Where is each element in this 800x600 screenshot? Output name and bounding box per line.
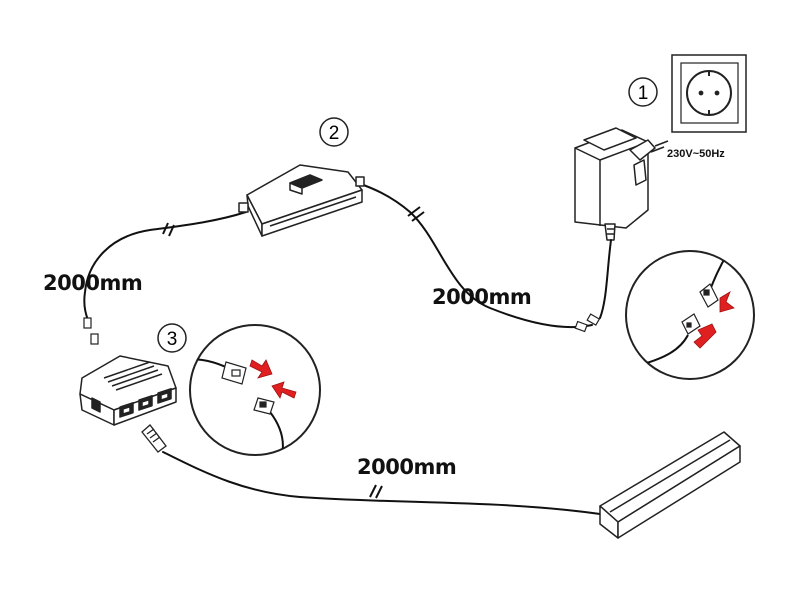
adapter-output-cable bbox=[599, 239, 612, 319]
detail-adapter-connection bbox=[625, 250, 755, 380]
voltage-label: 230V~50Hz bbox=[667, 148, 725, 160]
cable-break-marks bbox=[162, 206, 425, 499]
step-3-badge: 3 bbox=[157, 323, 187, 353]
cables bbox=[83, 182, 612, 515]
step-3-number: 3 bbox=[167, 329, 178, 350]
step-2-number: 2 bbox=[329, 123, 340, 144]
inline-switch bbox=[238, 164, 365, 237]
cable-length-bottom-label: 2000mm bbox=[357, 455, 456, 479]
distributor-plug bbox=[141, 424, 167, 453]
adapter-to-switch-cable bbox=[357, 182, 593, 329]
led-profile-light bbox=[599, 431, 741, 539]
cable-plugs bbox=[83, 313, 601, 345]
distributor-box bbox=[79, 355, 177, 426]
step-1-number: 1 bbox=[638, 83, 649, 104]
distributor-to-lamp-cable bbox=[162, 451, 601, 515]
step-1-badge: 1 bbox=[628, 77, 658, 107]
detail-arrows-left bbox=[249, 359, 297, 399]
detail-arrows-right bbox=[693, 291, 735, 349]
power-adapter bbox=[574, 127, 669, 241]
cable-length-right-label: 2000mm bbox=[432, 285, 531, 309]
detail-switch-connection bbox=[189, 324, 321, 456]
switch-to-distributor-cable bbox=[83, 211, 247, 321]
cable-length-left-label: 2000mm bbox=[43, 271, 142, 295]
wall-socket bbox=[671, 54, 747, 133]
step-2-badge: 2 bbox=[319, 117, 349, 147]
